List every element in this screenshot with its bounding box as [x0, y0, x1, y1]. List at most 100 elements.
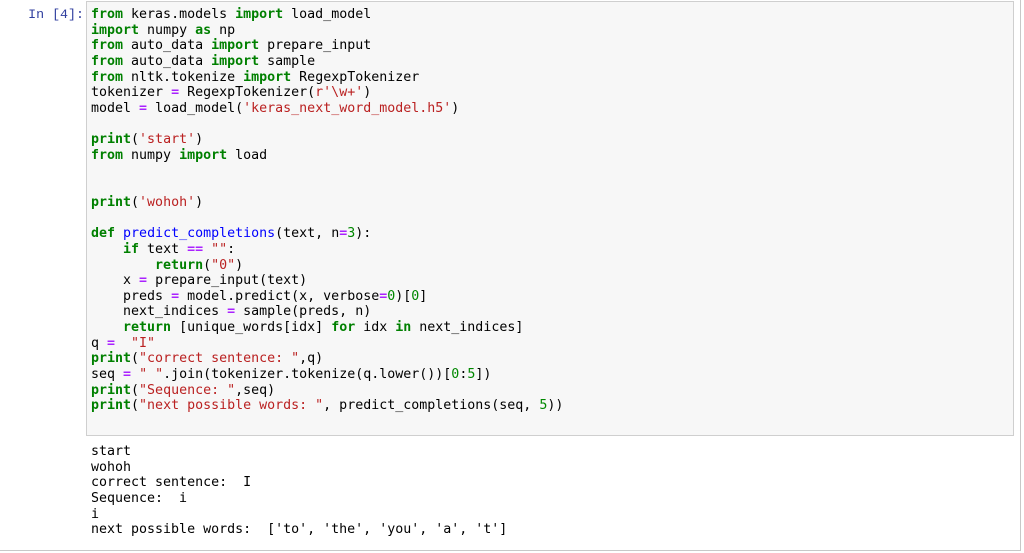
code-token-kw: in	[395, 320, 412, 336]
code-token-txt: numpy	[123, 147, 180, 163]
code-token-kw: print	[91, 398, 132, 414]
code-token-op: =	[139, 273, 148, 289]
code-token-num: 5	[539, 398, 548, 414]
code-token-kw: print	[91, 132, 132, 148]
code-token-txt	[91, 320, 123, 335]
code-token-str: ""	[211, 241, 228, 257]
code-token-txt: , predict_completions(seq,	[323, 398, 540, 414]
code-token-num: 0	[387, 288, 396, 304]
code-line: from auto_data import prepare_input	[91, 38, 563, 54]
code-token-txt: preds	[91, 288, 172, 304]
code-token-txt: [unique_words[idx]	[171, 320, 332, 336]
code-token-txt: next_indices	[91, 304, 228, 320]
code-token-txt: :	[459, 367, 468, 383]
code-token-txt: (	[131, 382, 140, 398]
code-line: if text == "":	[91, 242, 563, 258]
code-token-txt: (	[131, 398, 140, 414]
code-line: print("correct sentence: ",q)	[91, 351, 563, 367]
code-line: x = prepare_input(text)	[91, 273, 563, 289]
output-line: wohoh	[91, 459, 132, 475]
code-line: tokenizer = RegexpTokenizer(r'\w+')	[91, 85, 563, 101]
code-token-kw: for	[331, 320, 356, 336]
code-line: print("Sequence: ",seq)	[91, 383, 563, 399]
code-line	[91, 211, 563, 227]
code-token-txt: model.predict(x, verbose	[179, 288, 380, 304]
code-token-str: "next possible words: "	[139, 398, 324, 414]
output-line: next possible words: ['to', 'the', 'you'…	[91, 522, 508, 538]
code-token-txt: (	[131, 132, 140, 148]
code-token-kw: import	[243, 69, 292, 85]
code-token-txt: np	[211, 22, 236, 38]
code-token-num: 0	[451, 367, 460, 383]
code-token-txt: keras.models	[123, 7, 236, 22]
code-token-txt: auto_data	[123, 38, 212, 54]
code-token-txt: q	[91, 335, 108, 351]
code-line: model = load_model('keras_next_word_mode…	[91, 101, 563, 117]
code-line: def predict_completions(text, n=3):	[91, 226, 563, 242]
code-token-txt	[131, 367, 139, 382]
code-line	[91, 179, 563, 195]
code-token-op: =	[107, 335, 116, 351]
code-token-txt: load	[227, 147, 268, 163]
code-token-str: "correct sentence: "	[139, 351, 300, 367]
code-line: print('start')	[91, 132, 563, 148]
code-token-kw: print	[91, 194, 132, 210]
code-token-txt: .join(tokenizer.tokenize(q.lower())[	[163, 367, 452, 383]
code-token-kw: from	[91, 38, 124, 54]
code-token-kw: print	[91, 351, 132, 367]
code-line: next_indices = sample(preds, n)	[91, 304, 563, 320]
code-token-txt: numpy	[139, 22, 196, 38]
code-token-txt: next_indices]	[411, 320, 524, 336]
code-token-txt: auto_data	[123, 53, 212, 69]
code-token-txt	[203, 242, 211, 257]
code-token-str: 'start'	[139, 132, 196, 148]
code-token-op: =	[171, 288, 180, 304]
code-line: from auto_data import sample	[91, 54, 563, 70]
code-token-txt	[115, 226, 123, 241]
code-token-txt: )	[195, 194, 204, 210]
code-token-kw: if	[123, 241, 140, 257]
code-token-op: =	[171, 85, 180, 101]
code-token-op: =	[123, 367, 132, 383]
code-token-txt: (	[131, 351, 140, 367]
code-token-kw: return	[155, 257, 204, 273]
code-token-op: =	[139, 100, 148, 116]
code-token-kw: print	[91, 382, 132, 398]
code-token-kw: from	[91, 7, 124, 22]
code-token-op: =	[339, 226, 348, 242]
code-token-txt: text	[139, 241, 188, 257]
code-line: from nltk.tokenize import RegexpTokenize…	[91, 70, 563, 86]
code-token-txt: (	[203, 257, 212, 273]
output-line: Sequence: i	[91, 490, 188, 506]
code-token-str: 'wohoh'	[139, 194, 196, 210]
code-token-txt: )	[235, 257, 244, 273]
code-token-txt	[91, 258, 155, 273]
code-token-num: 5	[467, 367, 476, 383]
code-token-txt: )	[363, 85, 372, 101]
code-token-txt: (	[131, 194, 140, 210]
code-token-txt: )[	[395, 288, 412, 304]
code-token-kw: import	[211, 53, 260, 69]
code-token-txt	[91, 242, 123, 257]
code-token-str: "0"	[211, 257, 236, 273]
code-token-str: r'\w+'	[315, 85, 364, 101]
code-token-txt: seq	[91, 367, 124, 383]
input-prompt: In [4]:	[28, 7, 84, 22]
code-token-txt: )	[195, 132, 204, 148]
code-token-op: =	[379, 288, 388, 304]
code-line: print("next possible words: ", predict_c…	[91, 398, 563, 414]
code-token-num: 3	[347, 226, 356, 242]
code-line	[91, 164, 563, 180]
code-token-str: "I"	[131, 335, 156, 351]
output-line: correct sentence: I	[91, 475, 252, 491]
code-token-txt	[115, 336, 131, 351]
code-token-str: 'keras_next_word_model.h5'	[243, 100, 452, 116]
code-token-txt: load_model	[283, 7, 372, 22]
code-token-str: " "	[139, 367, 164, 383]
code-token-txt: ]	[419, 288, 428, 304]
code-token-txt: ):	[355, 226, 372, 242]
